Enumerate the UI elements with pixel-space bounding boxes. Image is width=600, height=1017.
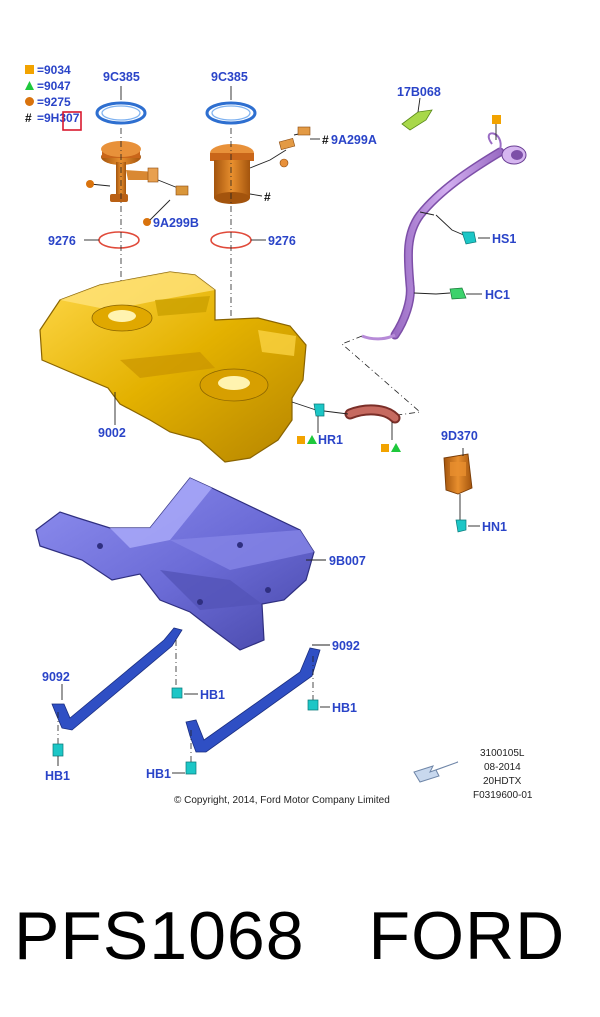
callout-9002: 9002 <box>98 426 126 440</box>
callout-hb1-b: HB1 <box>332 701 357 715</box>
hose-triangle-icon <box>391 443 401 452</box>
callout-9092-right: 9092 <box>332 639 360 653</box>
front-direction-arrow-icon <box>413 761 459 783</box>
part-info-line: F0319600-01 <box>473 790 533 801</box>
part-info-line: 20HDTX <box>483 776 522 787</box>
fuel-system-exploded-diagram: =9034 =9047 =9275 # =9H307 9C385 9C385 9… <box>25 63 533 806</box>
filler-pipe <box>361 132 527 341</box>
callout-9b007: 9B007 <box>329 554 366 568</box>
callout-17b068: 17B068 <box>397 85 441 99</box>
callout-9a299b: 9A299B <box>153 216 199 230</box>
legend-circle-icon <box>25 97 34 106</box>
callout-hc1: HC1 <box>485 288 510 302</box>
callout-9276-left: 9276 <box>48 234 76 248</box>
callout-9a299a: 9A299A <box>331 133 377 147</box>
part-info-line: 08-2014 <box>484 762 521 773</box>
filler-hose <box>313 403 401 424</box>
bolt-hb1-lower-left <box>52 712 64 766</box>
clip-hs1 <box>435 214 477 245</box>
hr1-triangle-icon <box>307 435 317 444</box>
part-info-line: 3100105L <box>480 748 525 759</box>
tank-strap-right <box>185 647 321 753</box>
tank-strap-left <box>51 627 183 731</box>
callout-hb1-a: HB1 <box>200 688 225 702</box>
callout-hr1: HR1 <box>318 433 343 447</box>
callout-pump-hash: # <box>264 190 271 204</box>
lock-ring-left <box>95 86 147 125</box>
callout-hn1: HN1 <box>482 520 507 534</box>
hr1-square-icon <box>297 436 305 444</box>
hose-square-icon <box>381 444 389 452</box>
legend-hash-symbol: # <box>25 111 32 125</box>
callout-9d370: 9D370 <box>441 429 478 443</box>
seal-left <box>98 231 140 249</box>
legend-highlight-box <box>62 111 82 131</box>
part-circle-icon <box>143 218 151 226</box>
bolt-hb1-upper-left <box>171 640 198 699</box>
grommet-9275-icon <box>86 180 94 188</box>
legend: =9034 =9047 =9275 # =9H307 <box>25 63 82 131</box>
clip-hc1 <box>435 287 467 300</box>
lock-ring-right <box>205 86 257 125</box>
bolt-hb1-upper-right <box>307 656 330 711</box>
bolt-hb1-lower-right <box>172 730 197 775</box>
heat-shield <box>35 477 326 651</box>
caption-part-number: PFS1068 <box>14 898 305 974</box>
product-caption: PFS1068 FORD <box>14 888 586 984</box>
fuel-pump-module <box>210 126 311 204</box>
legend-label: =9047 <box>37 79 71 93</box>
copyright-text: © Copyright, 2014, Ford Motor Company Li… <box>174 795 390 806</box>
fuel-pump-driver-module <box>443 448 473 533</box>
legend-label: =9034 <box>37 63 71 77</box>
callout-hb1-c: HB1 <box>45 769 70 783</box>
callout-9a299a-hash: # <box>322 133 329 147</box>
fuel-tank <box>39 271 317 463</box>
callout-9c385-right: 9C385 <box>211 70 248 84</box>
callout-hs1: HS1 <box>492 232 516 246</box>
callout-hb1-d: HB1 <box>146 767 171 781</box>
legend-triangle-icon <box>25 81 34 90</box>
callout-9c385-left: 9C385 <box>103 70 140 84</box>
legend-square-icon <box>25 65 34 74</box>
callout-9092-left: 9092 <box>42 670 70 684</box>
fuel-level-sender <box>86 141 189 202</box>
legend-label: =9275 <box>37 95 71 109</box>
caption-brand: FORD <box>368 898 566 974</box>
filler-square-icon <box>492 115 501 124</box>
callout-9276-right: 9276 <box>268 234 296 248</box>
filler-grommet <box>401 109 433 131</box>
legend-label: =9H307 <box>37 111 80 125</box>
